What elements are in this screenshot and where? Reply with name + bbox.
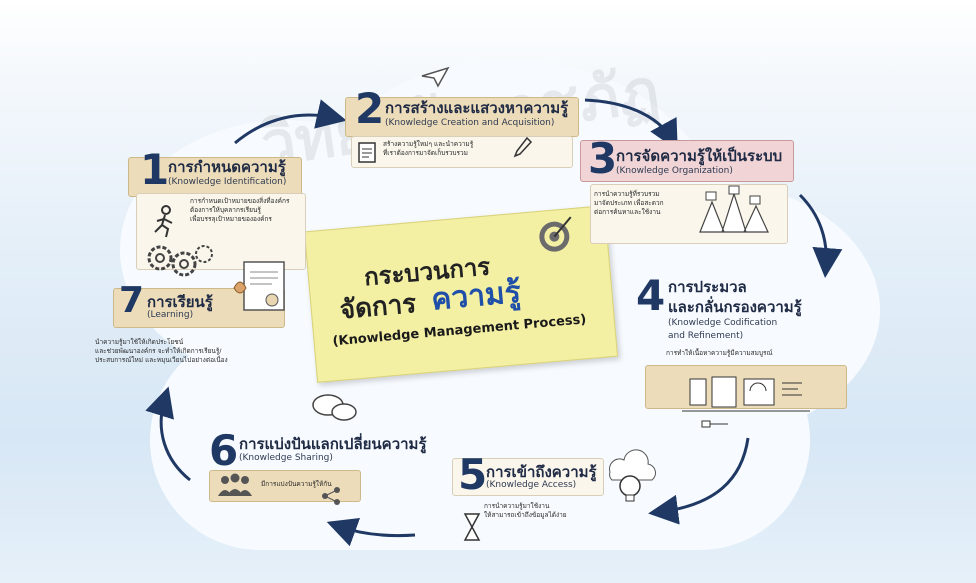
step-4-number: 4 xyxy=(636,271,666,320)
step-3-subtitle: (Knowledge Organization) xyxy=(616,166,733,176)
target-icon xyxy=(535,213,579,260)
gears-icon xyxy=(146,240,216,284)
devices-icon xyxy=(682,375,812,439)
arrow-6-to-7 xyxy=(145,386,191,482)
step-5-subtitle: (Knowledge Access) xyxy=(486,480,577,490)
step-4-title: การประมวล xyxy=(668,278,747,296)
step-1-number: 1 xyxy=(140,145,170,194)
step-7-number: 7 xyxy=(119,280,145,321)
step-1-desc-line: การกำหนดเป้าหมายของสิ่งที่องค์กร xyxy=(190,197,290,205)
step-2-desc-line: ที่เราต้องการมาจัดเก็บรวบรวม xyxy=(383,149,468,157)
arrow-1-to-2 xyxy=(234,99,347,145)
step-2-title: การสร้างและแสวงหาความรู้ xyxy=(385,99,569,117)
step-1-desc-line: ต้องการให้บุคลากรเรียนรู้ xyxy=(190,206,261,214)
certificate-icon xyxy=(232,258,292,322)
step-3-desc-line: การนำความรู้ที่รวบรวม xyxy=(594,190,660,198)
pen-icon xyxy=(513,136,533,162)
step-2-desc-line: สร้างความรู้ใหม่ๆ และนำความรู้ xyxy=(383,140,474,148)
notepad-icon xyxy=(357,140,379,168)
step-1-desc-line: เพื่อบรรลุเป้าหมายขององค์กร xyxy=(190,215,272,223)
step-5-desc-line: การนำความรู้มาใช้งาน xyxy=(484,502,550,510)
paper-plane-icon xyxy=(420,66,450,92)
step-7-title: การเรียนรู้ xyxy=(147,293,213,311)
step-5: 5 การเข้าถึงความรู้ (Knowledge Access) ก… xyxy=(452,449,667,549)
lightbulb-cloud-icon xyxy=(602,448,662,512)
step-4-desc-line: การทำให้เนื้อหาความรู้มีความสมบูรณ์ xyxy=(666,349,773,357)
step-3-title: การจัดความรู้ให้เป็นระบบ xyxy=(616,147,783,165)
step-3: 3 การจัดความรู้ให้เป็นระบบ (Knowledge Or… xyxy=(580,134,800,250)
arrow-4-to-5 xyxy=(648,437,750,525)
person-running-icon xyxy=(150,205,180,243)
step-3-desc-line: มาจัดประเภท เพื่อสะดวก xyxy=(594,199,664,207)
share-icon xyxy=(321,486,341,510)
step-1: 1 การกำหนดความรู้ (Knowledge Identificat… xyxy=(128,145,313,285)
step-5-title: การเข้าถึงความรู้ xyxy=(486,463,597,481)
center-note: กระบวนการ จัดการ ความรู้ (Knowledge Mana… xyxy=(303,205,619,383)
step-4-subtitle: (Knowledge Codification xyxy=(668,318,778,328)
arrow-3-to-4 xyxy=(798,193,843,278)
step-3-title-card xyxy=(580,140,794,182)
arrow-5-to-6 xyxy=(326,518,416,547)
step-6-number: 6 xyxy=(209,426,239,475)
step-2-title-card xyxy=(345,97,579,137)
step-1-title: การกำหนดความรู้ xyxy=(168,158,286,176)
step-2-number: 2 xyxy=(355,84,385,133)
step-2-subtitle: (Knowledge Creation and Acquisition) xyxy=(385,118,555,128)
center-title-line2-highlight: ความรู้ xyxy=(429,274,523,318)
step-7-desc-line: และช่วยพัฒนาองค์กร จะทำให้เกิดการเรียนรู… xyxy=(95,347,222,355)
chat-bubbles-icon xyxy=(310,392,360,430)
step-1-title-card xyxy=(128,157,302,197)
step-6: 6 การแบ่งปันแลกเปลี่ยนความรู้ (Knowledge… xyxy=(205,420,435,520)
step-7-desc-line: ประสบการณ์ใหม่ และหมุนเวียนไปอย่างต่อเนื… xyxy=(95,356,228,364)
center-title-line2-prefix: จัดการ xyxy=(338,289,418,326)
step-6-subtitle: (Knowledge Sharing) xyxy=(239,453,333,463)
step-5-desc-line: ให้สามารถเข้าถึงข้อมูลได้ง่าย xyxy=(484,511,567,519)
step-2: 2 การสร้างและแสวงหาความรู้ (Knowledge Cr… xyxy=(345,84,585,182)
step-4-subtitle-line2: and Refinement) xyxy=(668,331,744,341)
step-7-desc-line: นำความรู้มาใช้ให้เกิดประโยชน์ xyxy=(95,338,184,346)
step-4: 4 การประมวล และกลั่นกรองความรู้ (Knowled… xyxy=(620,265,850,440)
arrow-2-to-3 xyxy=(584,98,678,151)
step-7-subtitle: (Learning) xyxy=(147,310,194,320)
step-5-number: 5 xyxy=(458,450,488,499)
step-1-subtitle: (Knowledge Identification) xyxy=(168,177,287,187)
group-people-icon xyxy=(215,472,255,502)
step-3-desc-line: ต่อการค้นหาและใช้งาน xyxy=(594,208,661,216)
step-6-desc-line: มีการแบ่งปันความรู้ให้กัน xyxy=(261,480,332,488)
pyramid-folders-icon xyxy=(692,184,772,240)
step-6-title: การแบ่งปันแลกเปลี่ยนความรู้ xyxy=(239,435,427,453)
hourglass-icon xyxy=(462,512,482,546)
step-4-title-line2: และกลั่นกรองความรู้ xyxy=(668,298,802,316)
step-3-number: 3 xyxy=(588,134,618,183)
step-2-desc-card xyxy=(351,136,573,168)
step-5-title-card xyxy=(452,458,604,496)
